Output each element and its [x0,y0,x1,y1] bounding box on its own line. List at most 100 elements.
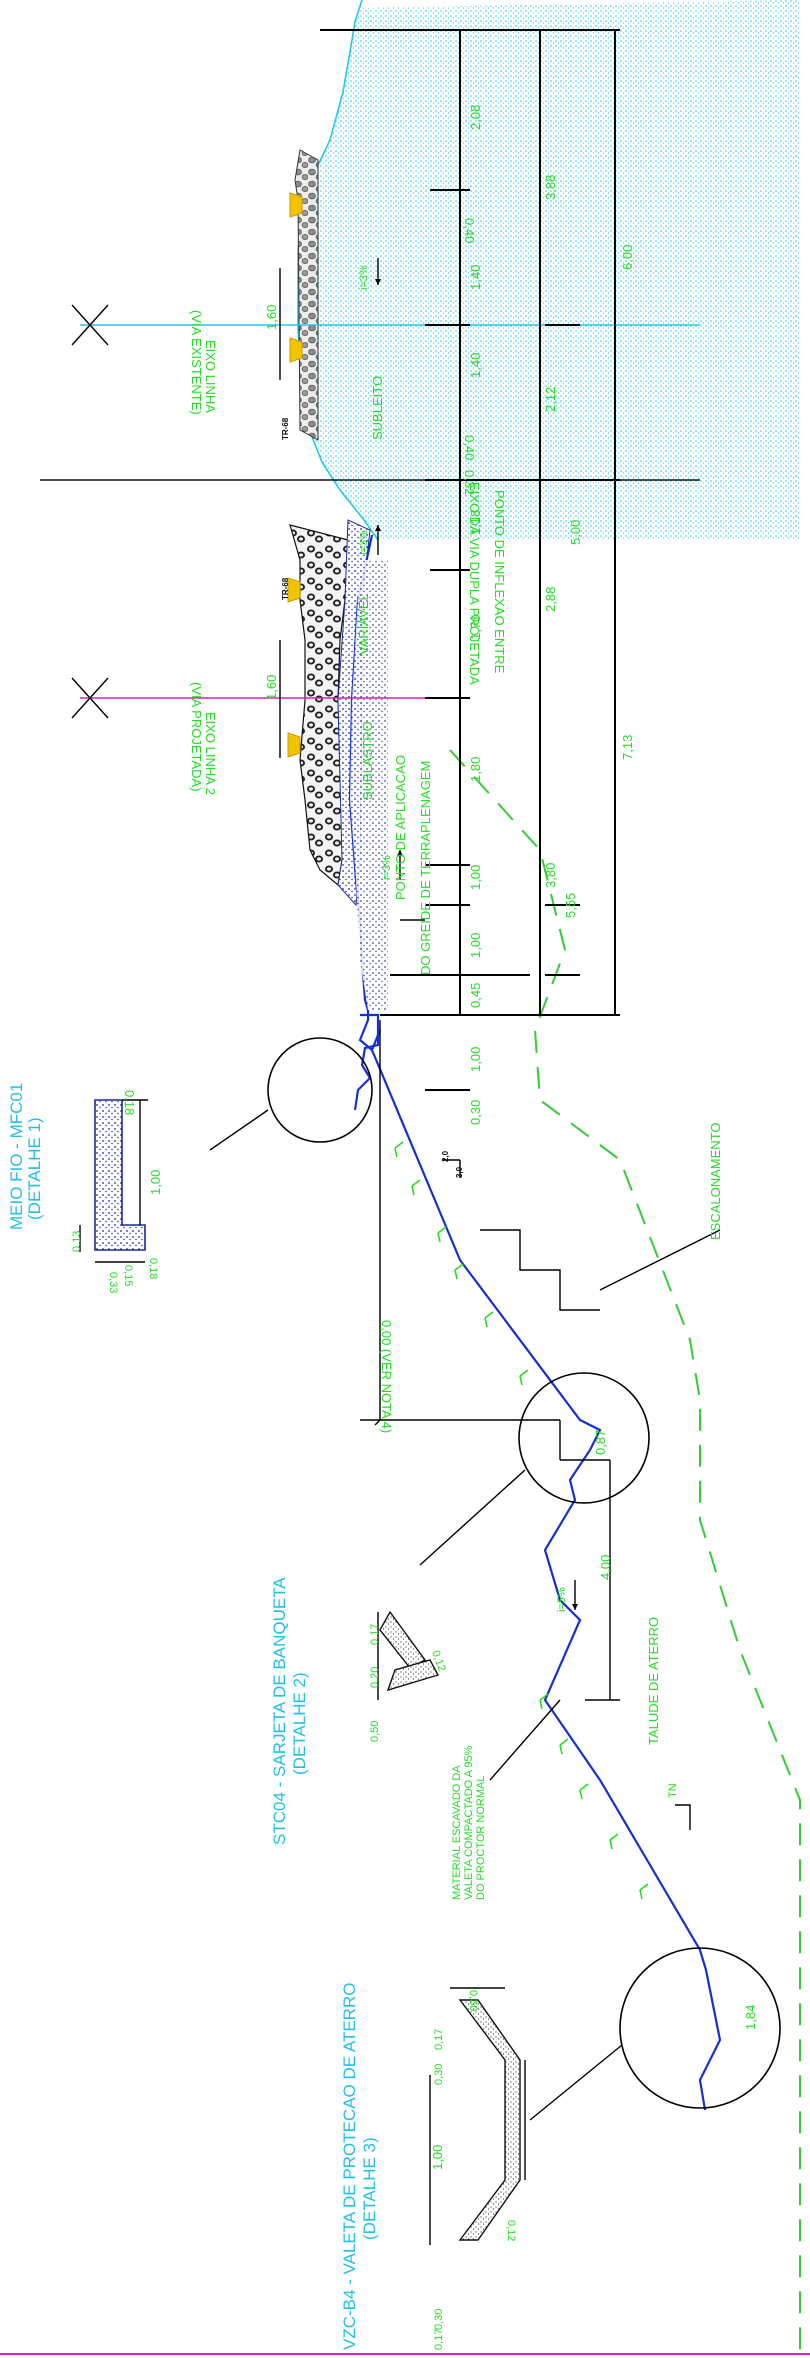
detail1-dim-values: 0,18 1,00 0,13 0,18 0,15 0,33 [71,1090,163,1293]
terrain-fill [350,560,388,1010]
dim-1-00a: 1,00 [468,865,483,890]
gauge-1-60a: 1,60 [264,305,279,330]
slope-indicator [442,1159,461,1178]
svg-text:0,17: 0,17 [433,2329,445,2350]
dim-0-30: 0,30 [468,1100,483,1125]
eixo-existente-label-1: EIXO LINHA [203,340,218,413]
slope-label-3: i=3% [381,855,393,880]
slope-ratio-a: 3,0 [455,1166,464,1178]
svg-text:0,50: 0,50 [369,1721,381,1742]
detail3-title-line2: (DETALHE 3) [360,2137,379,2240]
detail1-leader [209,1109,269,1151]
svg-text:1,00: 1,00 [148,1170,163,1195]
material-leader [489,1699,561,1781]
slope-ratio-b: 2,0 [441,1150,450,1162]
variavel-label: VARIAVEL [356,593,371,655]
svg-text:0,30: 0,30 [433,2064,445,2085]
slope-label-2: i=3% [358,530,370,555]
material-label-1: MATERIAL ESCAVADO DA [451,1765,463,1900]
rail-ties [287,192,303,758]
detail3-dim-values: 0,30 0,17 0,30 1,00 0,12 0,30 0,17 [430,1990,517,2350]
dim-1-00c: 1,00 [468,1047,483,1072]
gutter-channel [353,1013,380,1111]
dim-5-55: 5,55 [563,893,578,918]
axis-x-marks [71,304,109,719]
slope-arrows [375,258,578,1610]
detail3-leader [529,2044,623,2121]
eixo-existente-label-2: (VIA EXISTENTE) [189,310,204,415]
dim-0-40a: 0,40 [462,218,477,243]
detail2-title-line2: (DETALHE 2) [290,1672,309,1775]
dim-0-32: 0,32 [462,470,477,495]
detail2-leader [419,1469,526,1566]
dim-1-70: 1,70 [468,615,483,640]
existing-embankment [297,0,800,541]
tr68-label-a: TR-68 [281,417,290,440]
subleito-label: SUBLEITO [370,376,385,440]
escalonamento-label: ESCALONAMENTO [708,1122,723,1240]
svg-text:0,17: 0,17 [369,1624,381,1645]
detail2-title-line1: STC04 - SARJETA DE BANQUETA [270,1577,289,1845]
dim-0-40b: 0,40 [462,435,477,460]
svg-text:0,33: 0,33 [107,1272,119,1293]
dim-6-00: 6,00 [620,245,635,270]
dim-1-84: 1,84 [743,2005,758,2030]
dim-4-00: 4,00 [598,1555,613,1580]
slope-label-4: i=5% [556,1587,568,1612]
escalonamento-leader [599,1229,721,1291]
grass-marks [394,1141,649,1900]
dimension-values: 2,08 0,40 1,40 1,40 0,40 0,32 1,18 1,70 … [264,105,758,2030]
eixo-projetada-label-2: (VIA PROJETADA) [189,682,204,792]
svg-text:0,30: 0,30 [467,1990,479,2011]
dim-0-45: 0,45 [468,983,483,1008]
svg-text:0,20: 0,20 [369,1667,381,1688]
talude-label: TALUDE DE ATERRO [646,1617,661,1745]
material-label-2: VALETA COMPACTADO A 95% [463,1745,475,1900]
dim-7-13: 7,13 [620,735,635,760]
sublastro-label: SUBLASTRO [360,721,375,800]
dim-1-18: 1,18 [468,510,483,535]
detail1-drawing [79,1099,148,1263]
dimension-lines [320,29,620,1701]
existing-ballast [294,149,319,441]
svg-text:0,13: 0,13 [71,1231,83,1252]
new-track-ballast [289,524,349,887]
dim-0-87: 0,87 [593,1430,608,1455]
eixo-projetada-label-1: EIXO LINHA 2 [203,712,218,795]
svg-text:0,18: 0,18 [122,1090,137,1115]
material-label-3: DO PROCTOR NORMAL [475,1776,487,1900]
svg-text:0,30: 0,30 [433,2309,445,2330]
detail3-title-line1: VZC-B4 - VALETA DE PROTECAO DE ATERRO [340,1983,359,2350]
dim-3-88: 3,88 [543,175,558,200]
dim-2-08: 2,08 [468,105,483,130]
detail3-circle [619,1947,781,2109]
detail2-drawing [377,1610,440,1700]
detail3-drawing [429,1987,526,2245]
svg-text:1,00: 1,00 [430,2145,445,2170]
escalonamento-steps [480,1229,600,1311]
tn-symbol [675,1804,691,1830]
detail1-circle [267,1037,373,1143]
dim-2-12: 2,12 [543,387,558,412]
dim-5-00: 5,00 [568,520,583,545]
detail2-circle [518,1372,650,1504]
ponto-aplicacao-label-1: PONTO DE APLICACAO [393,755,408,900]
slope-label-1: i=3% [358,265,370,290]
eixo-dupla-label: EIXO DA VIA DUPLA PROJETADA [467,482,482,685]
dim-3-80: 3,80 [543,863,558,888]
dim-1-00b: 1,00 [468,933,483,958]
nota-label: 0,00 (VER NOTA 4) [379,1320,394,1433]
dim-1-80: 1,80 [468,757,483,782]
tn-label: TN [667,1783,679,1798]
existing-ground-line [449,749,801,2358]
gauge-1-60b: 1,60 [264,675,279,700]
svg-text:0,18: 0,18 [147,1258,159,1279]
ponto-aplicacao-label-2: DO GREIDE DE TERRAPLENAGEM [418,761,433,975]
ponto-inflexao-label: PONTO DE INFLEXAO ENTRE [492,490,507,674]
detail1-title-line2: (DETALHE 1) [25,1117,44,1220]
dim-2-88: 2,88 [543,587,558,612]
tr68-label-b: TR-68 [281,577,290,600]
dim-1-40b: 1,40 [468,353,483,378]
svg-text:0,15: 0,15 [122,1265,134,1286]
